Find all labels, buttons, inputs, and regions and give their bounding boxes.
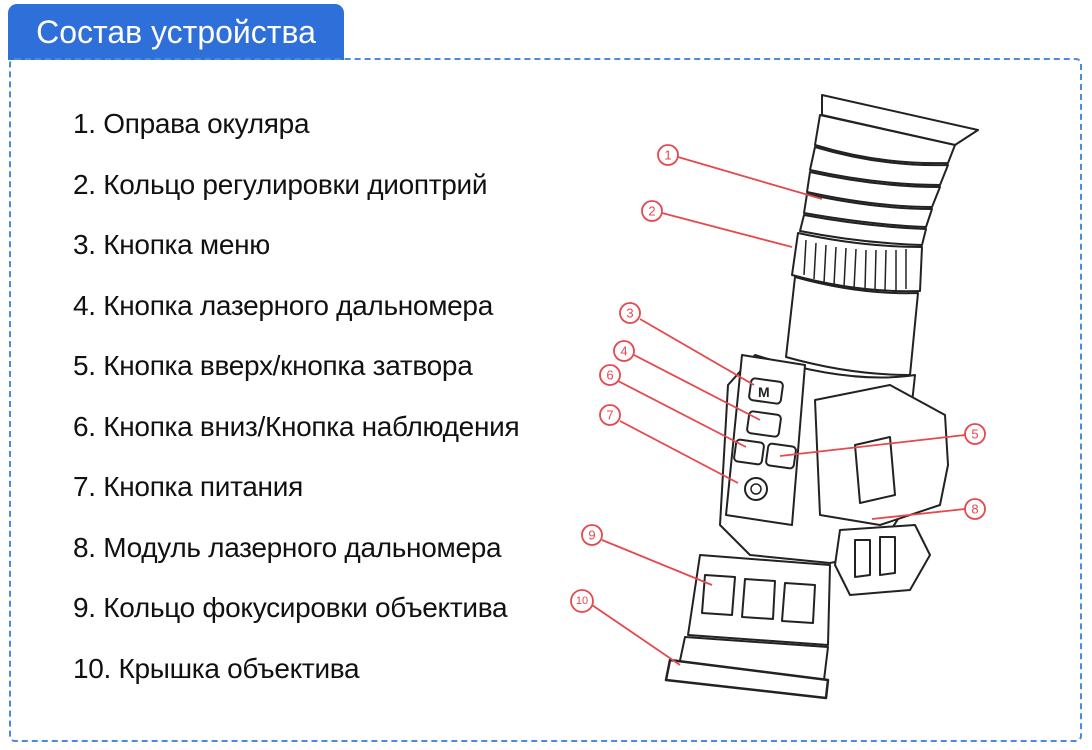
list-item: 3. Кнопка меню bbox=[73, 229, 270, 260]
svg-text:6: 6 bbox=[606, 368, 613, 383]
svg-text:9: 9 bbox=[588, 528, 595, 543]
list-item: 2. Кольцо регулировки диоптрий bbox=[73, 168, 488, 200]
section-title: Состав устройства bbox=[36, 14, 316, 50]
callout-3: 3 bbox=[619, 302, 641, 324]
parts-list: 1. Оправа окуляра 2. Кольцо регулировки … bbox=[73, 96, 520, 701]
svg-text:10: 10 bbox=[576, 595, 588, 607]
callout-9: 9 bbox=[581, 524, 603, 546]
callout-8: 8 bbox=[964, 498, 986, 520]
eyecup bbox=[803, 94, 979, 228]
svg-text:2: 2 bbox=[648, 204, 655, 219]
callout-4: 4 bbox=[613, 340, 635, 362]
list-item: 1. Оправа окуляра bbox=[73, 108, 310, 139]
svg-text:7: 7 bbox=[606, 408, 613, 423]
diopter-ring bbox=[791, 214, 927, 293]
list-item: 8. Модуль лазерного дальномера bbox=[73, 531, 502, 563]
side-ring bbox=[834, 524, 931, 596]
section-title-tab: Состав устройства bbox=[8, 4, 344, 60]
list-item: 6. Кнопка вниз/Кнопка наблюдения bbox=[73, 410, 520, 442]
list-item: 7. Кнопка питания bbox=[73, 471, 303, 502]
svg-text:1: 1 bbox=[664, 148, 671, 163]
svg-text:8: 8 bbox=[971, 502, 978, 517]
list-item: 9. Кольцо фокусировки объектива bbox=[73, 592, 508, 623]
callout-7: 7 bbox=[599, 404, 621, 426]
list-item: 5. Кнопка вверх/кнопка затвора bbox=[73, 350, 473, 381]
list-item: 4. Кнопка лазерного дальномера bbox=[73, 289, 493, 321]
svg-text:5: 5 bbox=[971, 427, 978, 442]
focus-ring bbox=[687, 554, 831, 646]
callout-1: 1 bbox=[657, 144, 679, 166]
list-item: 10. Крышка объектива bbox=[73, 652, 360, 684]
callout-5: 5 bbox=[964, 423, 986, 445]
svg-text:4: 4 bbox=[620, 344, 627, 359]
content-frame bbox=[9, 58, 1082, 742]
callout-6: 6 bbox=[599, 364, 621, 386]
callout-10: 10 bbox=[570, 589, 594, 613]
device-diagram: M bbox=[570, 94, 986, 700]
menu-button-letter: M bbox=[758, 384, 770, 400]
callout-2: 2 bbox=[641, 200, 663, 222]
svg-text:3: 3 bbox=[626, 306, 633, 321]
button-panel bbox=[725, 354, 806, 526]
lens-cap bbox=[664, 636, 830, 700]
